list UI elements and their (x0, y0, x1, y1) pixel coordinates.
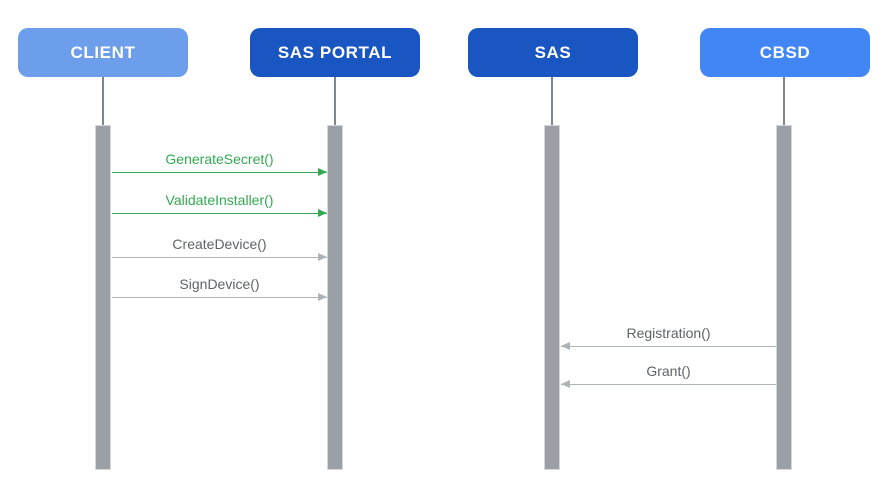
message-label: GenerateSecret() (165, 151, 274, 167)
arrowhead-right-icon (318, 293, 327, 301)
actor-label-sas-portal: SAS PORTAL (277, 42, 393, 62)
activation-bar-cbsd (776, 125, 792, 470)
message-arrow-line (112, 209, 327, 217)
activation-bar-client (95, 125, 111, 470)
message-arrow-line (561, 380, 776, 388)
arrowhead-left-icon (561, 342, 570, 350)
message-label: Grant() (646, 363, 691, 379)
actor-label-cbsd: CBSD (759, 42, 811, 62)
actor-box-sas-portal: SAS PORTAL (250, 28, 420, 77)
message-sign-device: SignDevice() (112, 272, 327, 301)
message-validate-installer: ValidateInstaller() (112, 188, 327, 217)
actor-box-cbsd: CBSD (700, 28, 870, 77)
actor-box-client: CLIENT (18, 28, 188, 77)
lifeline-cbsd (783, 77, 785, 125)
lifeline-sas-portal (334, 77, 336, 125)
message-generate-secret: GenerateSecret() (112, 147, 327, 176)
message-registration: Registration() (561, 321, 776, 350)
actor-box-sas: SAS (468, 28, 638, 77)
arrowhead-right-icon (318, 168, 327, 176)
activation-bar-sas-portal (327, 125, 343, 470)
lifeline-sas (551, 77, 553, 125)
arrowhead-right-icon (318, 253, 327, 261)
message-arrow-line (112, 293, 327, 301)
message-arrow-line (112, 253, 327, 261)
message-label: Registration() (626, 325, 711, 341)
actor-label-sas: SAS (534, 42, 572, 62)
arrowhead-left-icon (561, 380, 570, 388)
message-arrow-line (112, 168, 327, 176)
message-label: ValidateInstaller() (165, 192, 274, 208)
actor-label-client: CLIENT (70, 42, 136, 62)
message-grant: Grant() (561, 359, 776, 388)
arrowhead-right-icon (318, 209, 327, 217)
message-create-device: CreateDevice() (112, 232, 327, 261)
message-label: CreateDevice() (172, 236, 267, 252)
activation-bar-sas (544, 125, 560, 470)
message-label: SignDevice() (179, 276, 260, 292)
lifeline-client (102, 77, 104, 125)
message-arrow-line (561, 342, 776, 350)
